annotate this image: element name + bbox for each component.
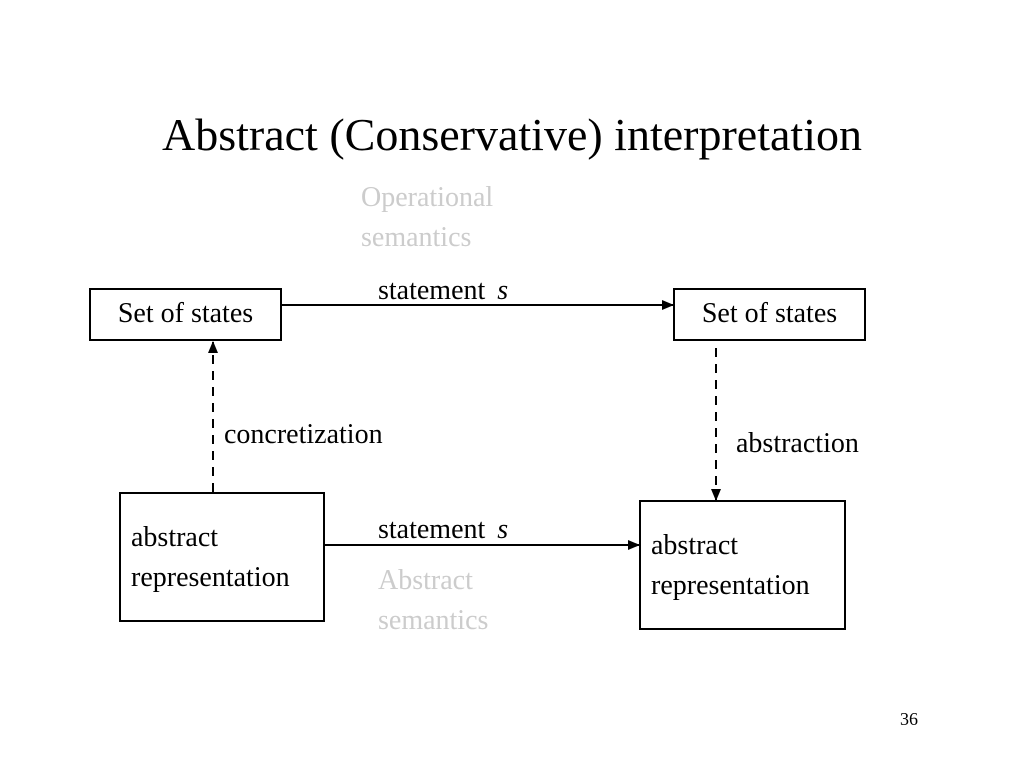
bottom-left-abstract-line-2: representation: [131, 562, 290, 593]
top-right-state-label: Set of states: [701, 298, 838, 329]
bottom-right-abstract-line-2: representation: [651, 570, 810, 601]
operational-semantics-line-1: Operational: [361, 182, 494, 213]
bottom-left-abstract-box: abstract representation: [119, 492, 325, 622]
bottom-statement-label: statement s: [378, 510, 508, 550]
top-statement-text: statement: [378, 275, 486, 306]
top-left-state-box: Set of states: [89, 288, 282, 341]
abstract-semantics-line-1: Abstract: [378, 565, 473, 596]
operational-semantics-line-2: semantics: [361, 222, 472, 253]
top-left-state-label: Set of states: [117, 298, 254, 329]
top-right-state-box: Set of states: [673, 288, 866, 341]
bottom-right-abstract-line-1: abstract: [651, 530, 739, 561]
abstraction-label: abstraction: [736, 428, 859, 459]
bottom-right-abstract-box: abstract representation: [639, 500, 846, 630]
concretization-label: concretization: [224, 419, 383, 450]
abstract-semantics-line-2: semantics: [378, 605, 489, 636]
slide-title: Abstract (Conservative) interpretation: [162, 109, 862, 160]
bottom-left-abstract-line-1: abstract: [131, 522, 219, 553]
page-number: 36: [900, 709, 918, 729]
top-statement-variable: s: [497, 275, 509, 306]
operational-semantics-label: Operational semantics: [361, 178, 493, 258]
abstract-semantics-label: Abstract semantics: [378, 561, 488, 641]
top-statement-label: statement s: [378, 271, 508, 311]
bottom-statement-text: statement: [378, 514, 486, 545]
bottom-statement-variable: s: [497, 514, 509, 545]
